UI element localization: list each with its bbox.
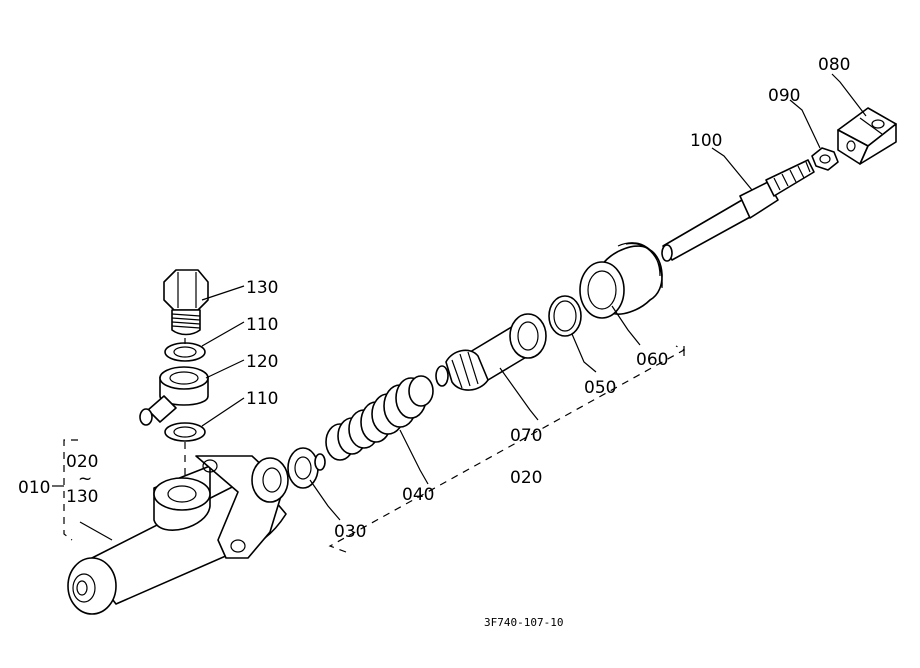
- label-030: 030: [334, 522, 366, 542]
- label-range-sep: ~: [78, 469, 92, 489]
- part-030-valve: [287, 447, 326, 489]
- assembly-guides: [63, 338, 686, 553]
- part-130-bolt: [163, 269, 209, 336]
- label-060: 060: [636, 350, 668, 370]
- group-010-bracket: [63, 439, 78, 541]
- label-090: 090: [768, 86, 800, 106]
- label-110-top: 110: [246, 315, 278, 335]
- label-040: 040: [402, 485, 434, 505]
- drawing-code: 3F740-107-10: [484, 616, 563, 629]
- label-010: 010: [18, 478, 50, 498]
- part-120-banjo-fitting: [139, 366, 209, 426]
- label-020: 020: [510, 468, 542, 488]
- part-100-push-rod: [661, 159, 815, 262]
- label-110-bottom: 110: [246, 389, 278, 409]
- label-130: 130: [246, 278, 278, 298]
- part-050-snap-ring: [548, 295, 582, 337]
- label-100: 100: [690, 131, 722, 151]
- part-060-boot: [579, 242, 663, 319]
- leader-lines: [52, 73, 867, 541]
- label-050: 050: [584, 378, 616, 398]
- label-120: 120: [246, 352, 278, 372]
- label-080: 080: [818, 55, 850, 75]
- part-labels: 080 090 100 130 110 120 110 060 050 070 …: [18, 55, 850, 629]
- part-110-washer-top: [164, 342, 206, 362]
- part-080-clevis: [837, 107, 897, 165]
- label-070: 070: [510, 426, 542, 446]
- label-range-bottom: 130: [66, 487, 98, 507]
- label-range-top: 020: [66, 452, 98, 472]
- part-040-spring: [325, 375, 434, 461]
- part-010-cylinder-body: [67, 455, 289, 615]
- part-070-piston: [435, 313, 547, 391]
- part-090-nut: [811, 147, 839, 171]
- part-110-washer-bottom: [164, 422, 206, 442]
